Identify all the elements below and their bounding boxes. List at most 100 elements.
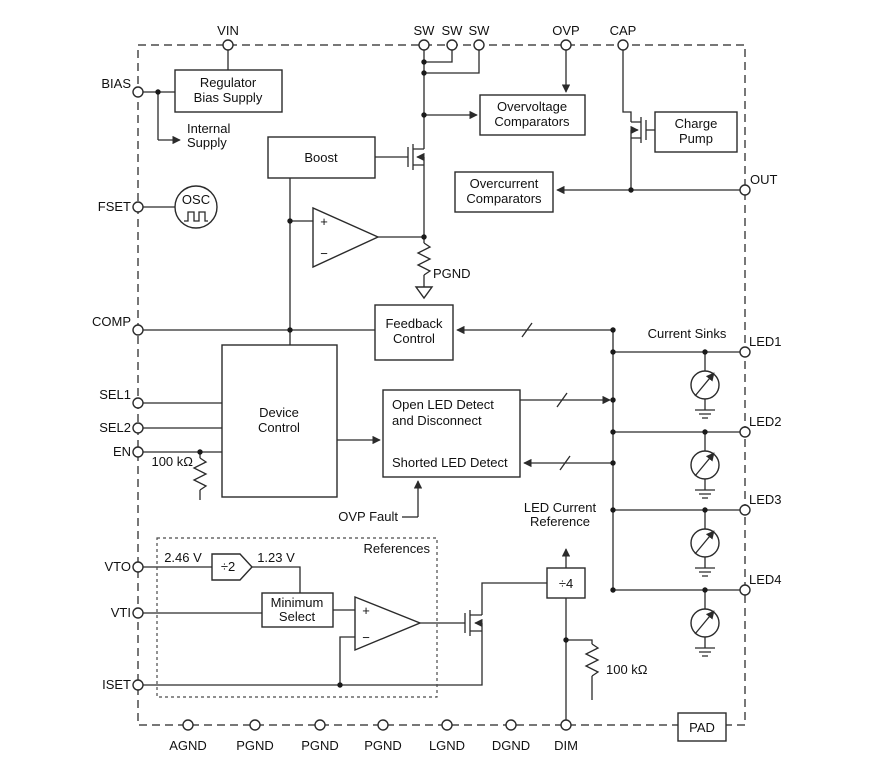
- overcurrent-label-2: Comparators: [466, 191, 542, 206]
- mosfets: [407, 117, 647, 636]
- opamps: + − + −: [312, 206, 422, 652]
- pin-pgnd-3: [377, 719, 389, 731]
- junction-dot: [421, 59, 427, 65]
- regulator-label-2: Bias Supply: [194, 90, 263, 105]
- sink3-leads: [695, 510, 715, 577]
- dim-resistor-label: 100 kΩ: [606, 662, 648, 677]
- pin-vto: [132, 561, 144, 573]
- div2-label: ÷2: [221, 559, 235, 574]
- voltage-1v23-label: 1.23 V: [257, 550, 295, 565]
- block-boost: [267, 136, 376, 179]
- pin-led4: [739, 584, 751, 596]
- overvoltage-label-2: Comparators: [494, 114, 570, 129]
- block-div2: [211, 553, 253, 581]
- sink4-leads: [695, 590, 715, 657]
- wire-ref-drain: [481, 582, 547, 615]
- pin-iset-label: ISET: [102, 677, 131, 692]
- ref-mosfet-body: [464, 610, 483, 636]
- junction-dots: [155, 59, 708, 688]
- pgnd-node-label: PGND: [433, 266, 471, 281]
- pin-en-label: EN: [113, 444, 131, 459]
- junction-dot: [702, 429, 708, 435]
- pin-dgnd-label: DGND: [492, 738, 530, 753]
- pin-led1-label: LED1: [749, 334, 782, 349]
- junction-dot: [155, 89, 161, 95]
- block-overvoltage-comparators: [479, 94, 586, 136]
- ovp-fault-label: OVP Fault: [338, 509, 398, 524]
- junction-dot: [337, 682, 343, 688]
- bus-slash: [559, 455, 571, 471]
- wire-iset: [143, 631, 483, 686]
- overcurrent-label-1: Overcurrent: [470, 176, 539, 191]
- junction-dot: [421, 234, 427, 240]
- junction-dot: [628, 187, 634, 193]
- bus-slashes: [521, 322, 571, 471]
- pin-pgnd3-label: PGND: [364, 738, 402, 753]
- pin-vti-label: VTI: [111, 605, 131, 620]
- block-div4: [546, 567, 586, 599]
- pin-lgnd: [441, 719, 453, 731]
- junction-dot: [610, 327, 616, 333]
- current-sink-4: [690, 590, 720, 657]
- pin-led2-label: LED2: [749, 414, 782, 429]
- sink2-leads: [695, 432, 715, 499]
- pin-en: [132, 446, 144, 458]
- bus-slash: [521, 322, 533, 338]
- arrow-wires: [158, 50, 631, 568]
- pin-sw-1: [418, 39, 430, 51]
- pin-pgnd-1: [249, 719, 261, 731]
- references-label: References: [364, 541, 431, 556]
- pin-led3: [739, 504, 751, 516]
- en-pulldown-resistor: [192, 457, 208, 491]
- pin-pgnd-2: [314, 719, 326, 731]
- pin-fset-label: FSET: [98, 199, 131, 214]
- open-led-label-1: Open LED Detect: [392, 397, 494, 412]
- junction-dot: [287, 327, 293, 333]
- junction-dot: [610, 460, 616, 466]
- div4-label: ÷4: [559, 576, 573, 591]
- wire-cp-source-out: [630, 129, 740, 191]
- junction-dot: [610, 397, 616, 403]
- bus-slash: [556, 392, 568, 408]
- pin-sel1-label: SEL1: [99, 387, 131, 402]
- junction-dot: [610, 349, 616, 355]
- charge-pump-mosfet: [630, 117, 647, 143]
- pin-ovp: [560, 39, 572, 51]
- boost-mosfet: [407, 144, 425, 170]
- block-osc: [174, 185, 218, 229]
- junction-dot: [610, 507, 616, 513]
- pin-pad: [677, 712, 727, 742]
- wire-sw-trunk: [423, 50, 480, 149]
- pin-agnd-label: AGND: [169, 738, 207, 753]
- cp-mosfet-body: [630, 117, 647, 143]
- sink4-arrow: [694, 610, 715, 635]
- pin-dim-label: DIM: [554, 738, 578, 753]
- pin-out: [739, 184, 751, 196]
- block-led-detect: [382, 389, 521, 478]
- pin-pad-label: PAD: [689, 720, 715, 735]
- pin-dgnd: [505, 719, 517, 731]
- junction-dot: [702, 349, 708, 355]
- sink1-arrow: [694, 372, 715, 397]
- sense-resistor: [416, 242, 432, 276]
- pin-sel2: [132, 422, 144, 434]
- junction-dot: [563, 637, 569, 643]
- led-current-reference-section: LED Current Reference ÷4: [524, 500, 597, 599]
- pin-ovp-label: OVP: [552, 23, 579, 38]
- junction-dot: [421, 70, 427, 76]
- boost-mosfet-body: [407, 144, 425, 170]
- feedback-label-2: Control: [393, 331, 435, 346]
- references-box: [156, 537, 438, 698]
- pin-out-label: OUT: [750, 172, 778, 187]
- pgnd-symbol: [414, 286, 434, 300]
- pin-led2: [739, 426, 751, 438]
- boost-label: Boost: [304, 150, 338, 165]
- pin-vin-label: VIN: [217, 23, 239, 38]
- junction-dot: [702, 507, 708, 513]
- wire-dim: [565, 598, 593, 720]
- pin-pgnd2-label: PGND: [301, 738, 339, 753]
- reference-mosfet: [464, 610, 483, 636]
- osc-waveform-icon: [184, 211, 208, 222]
- resistors: PGND 100 kΩ 100 kΩ: [151, 242, 648, 677]
